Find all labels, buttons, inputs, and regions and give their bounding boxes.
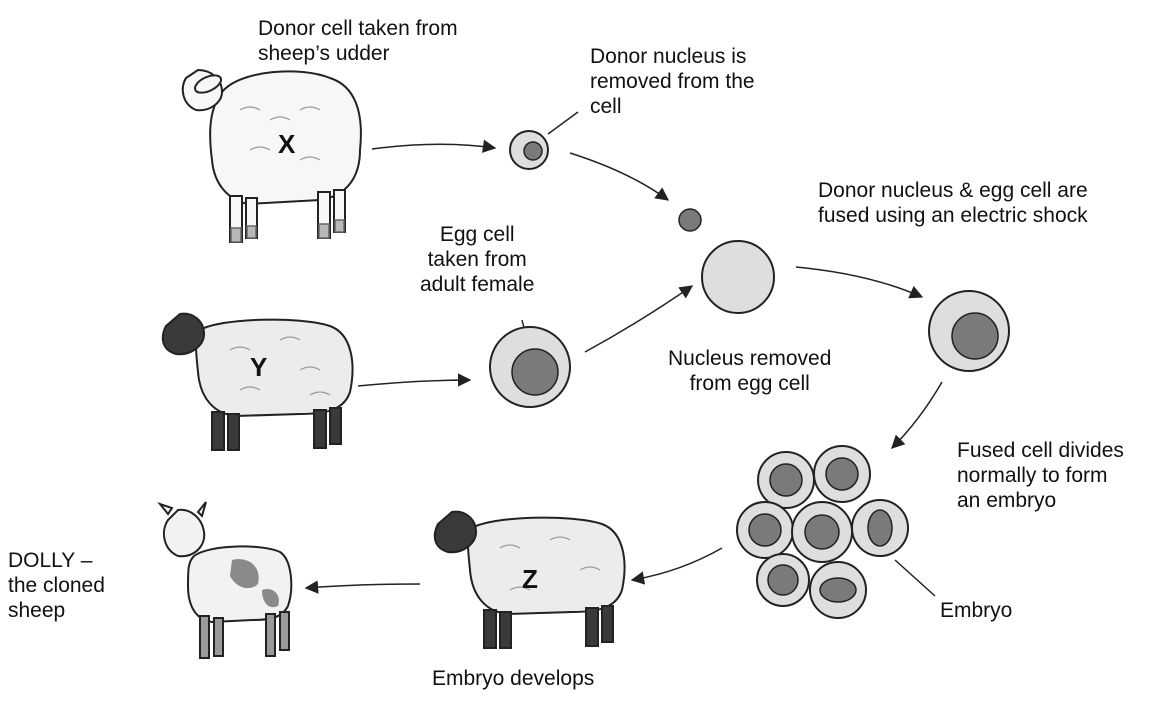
sheep-x-icon: [183, 70, 361, 242]
sheep-z-letter: Z: [522, 564, 538, 595]
egg-cell: [490, 327, 570, 407]
donor-nucleus: [679, 209, 701, 231]
donor-nucleus-pointer: [548, 112, 578, 134]
fused-cell: [929, 291, 1009, 371]
sheep-x-letter: X: [278, 129, 295, 160]
dolly-label: DOLLY – the cloned sheep: [8, 548, 105, 623]
sheep-y-letter: Y: [250, 352, 267, 383]
arrow-egg-cell-to-enucleated: [585, 286, 692, 352]
arrow-embryo-to-z: [632, 548, 722, 580]
embryo-label: Embryo: [940, 598, 1012, 623]
dolly-lamb-icon: [160, 502, 291, 658]
arrow-fused-to-embryo: [892, 382, 942, 448]
arrow-to-fused-cell: [796, 267, 922, 297]
donor-nucleus-removed-label: Donor nucleus is removed from the cell: [590, 44, 755, 119]
nucleus-removed-label: Nucleus removed from egg cell: [668, 346, 831, 396]
embryo-develops-label: Embryo develops: [432, 666, 594, 691]
arrow-x-to-donor-cell: [372, 144, 495, 149]
donor-cell: [510, 131, 548, 169]
arrow-z-to-dolly: [306, 584, 420, 588]
enucleated-egg-cell: [702, 241, 774, 313]
fused-label: Donor nucleus & egg cell are fused using…: [818, 178, 1088, 228]
embryo-pointer: [895, 560, 935, 596]
embryo-cluster: [737, 446, 908, 618]
egg-cell-label: Egg cell taken from adult female: [420, 222, 534, 297]
donor-cell-label: Donor cell taken from sheep’s udder: [258, 16, 458, 66]
arrow-y-to-egg-cell: [358, 380, 470, 386]
arrow-donor-cell-to-nucleus: [570, 153, 668, 200]
fused-cell-divides-label: Fused cell divides normally to form an e…: [957, 438, 1124, 513]
